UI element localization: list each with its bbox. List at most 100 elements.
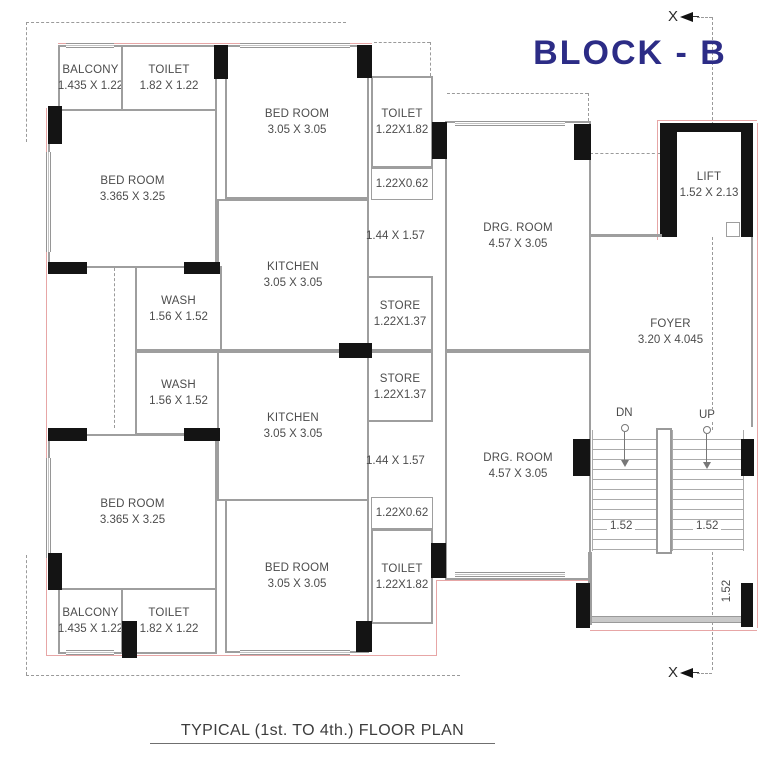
exterior-accent-line — [590, 630, 757, 631]
section-label: X — [668, 8, 679, 25]
dashed-projection — [447, 93, 588, 94]
room-dimension: 1.56 X 1.52 — [149, 395, 208, 407]
column — [576, 583, 590, 628]
room-label: BED ROOM — [100, 498, 165, 510]
room-label: TOILET — [381, 108, 423, 120]
room-label: FOYER — [650, 318, 691, 330]
column — [122, 621, 137, 658]
room-bedroom-top-left: BED ROOM 3.365 X 3.25 — [48, 109, 217, 268]
lift-door-mark — [726, 222, 740, 237]
room-toilet-bottom-center: TOILET 1.22X1.82 — [371, 529, 433, 624]
room-dimension: 3.05 X 3.05 — [267, 124, 327, 136]
room-label: BALCONY — [62, 64, 119, 76]
exterior-accent-line — [58, 43, 372, 44]
room-label: DRG. ROOM — [483, 222, 553, 234]
exterior-accent-line — [46, 108, 47, 656]
column — [741, 439, 754, 476]
dn-arrow-icon — [621, 424, 629, 432]
exterior-accent-line — [436, 580, 437, 656]
block-title: BLOCK - B — [533, 34, 727, 72]
column — [741, 583, 753, 627]
column — [573, 439, 590, 476]
passage-dimension: 1.22X0.62 — [375, 178, 429, 190]
room-dimension: 1.22X1.82 — [375, 124, 429, 136]
dashed-projection — [430, 42, 431, 76]
room-dimension: 1.22X1.37 — [373, 388, 427, 401]
room-label: LIFT — [696, 170, 722, 183]
room-dimension: 1.435 X 1.22 — [57, 623, 124, 635]
stair-flight-left — [592, 430, 660, 551]
wall — [590, 234, 662, 237]
room-drg-bottom: DRG. ROOM 4.57 X 3.05 — [445, 351, 591, 580]
section-line — [712, 17, 713, 670]
room-bedroom-top-center: BED ROOM 3.05 X 3.05 — [225, 45, 369, 199]
exterior-accent-line — [657, 120, 757, 121]
room-dimension: 3.365 X 3.25 — [99, 190, 166, 203]
window — [240, 43, 350, 48]
room-label: DRG. ROOM — [483, 451, 553, 464]
dashed-boundary — [26, 22, 346, 23]
dashed-boundary — [114, 268, 115, 428]
column — [184, 428, 220, 441]
room-label: BED ROOM — [100, 174, 165, 187]
room-label: WASH — [161, 294, 196, 307]
column — [432, 122, 447, 159]
column — [48, 106, 62, 144]
dashed-boundary — [26, 675, 460, 676]
up-arrow-icon — [703, 462, 711, 469]
up-arrow-icon — [703, 426, 711, 434]
column — [48, 262, 87, 274]
window — [455, 121, 565, 126]
stair-up-label: UP — [696, 409, 718, 421]
column — [48, 428, 87, 441]
room-dimension: 1.22X1.82 — [375, 578, 429, 591]
room-label: BED ROOM — [264, 108, 330, 120]
column — [357, 45, 372, 78]
room-label: BED ROOM — [264, 562, 330, 574]
dn-arrow-icon — [624, 432, 625, 460]
column — [184, 262, 220, 274]
room-label: WASH — [161, 379, 196, 391]
room-dimension: 3.20 X 4.045 — [637, 334, 704, 346]
stair-bottom-wall — [592, 616, 753, 623]
exterior-accent-line — [757, 123, 758, 628]
room-dimension: 1.82 X 1.22 — [139, 80, 199, 92]
room-label: TOILET — [148, 64, 190, 76]
section-arrow-icon — [693, 672, 700, 673]
dashed-projection — [374, 42, 430, 43]
room-toilet-top-left: TOILET 1.82 X 1.22 — [121, 45, 217, 111]
plan-caption: TYPICAL (1st. TO 4th.) FLOOR PLAN — [150, 722, 495, 744]
room-label: STORE — [379, 299, 421, 312]
exterior-accent-line — [46, 655, 437, 656]
room-dimension: 1.52 X 2.13 — [679, 186, 739, 199]
hall-top-dimension: 1.44 X 1.57 — [366, 230, 425, 242]
room-bedroom-bottom-left: BED ROOM 3.365 X 3.25 — [48, 434, 217, 590]
room-balcony-top: BALCONY 1.435 X 1.22 — [58, 45, 123, 111]
flight-left-width: 1.52 — [607, 520, 636, 532]
room-wash-top: WASH 1.56 X 1.52 — [135, 266, 222, 351]
room-label: STORE — [379, 372, 421, 385]
up-arrow-icon — [706, 434, 707, 462]
stair-flight-right — [672, 430, 744, 551]
stair-dn-label: DN — [613, 407, 636, 419]
column — [356, 621, 372, 652]
dn-arrow-icon — [621, 460, 629, 467]
room-store-bottom: STORE 1.22X1.37 — [367, 351, 433, 422]
room-dimension: 3.05 X 3.05 — [267, 578, 327, 590]
room-label: KITCHEN — [267, 412, 319, 424]
room-toilet-top-center: TOILET 1.22X1.82 — [371, 76, 433, 168]
room-label: TOILET — [148, 607, 190, 619]
column — [339, 343, 372, 358]
room-dimension: 4.57 X 3.05 — [488, 238, 548, 250]
exterior-accent-line — [437, 580, 590, 581]
column — [431, 543, 446, 578]
room-dimension: 3.365 X 3.25 — [99, 514, 166, 526]
room-dimension: 3.05 X 3.05 — [263, 428, 323, 440]
window — [240, 650, 350, 655]
wall — [588, 552, 592, 625]
window — [66, 43, 114, 48]
hall-bottom-dimension: 1.44 X 1.57 — [366, 455, 425, 467]
room-dimension: 3.05 X 3.05 — [263, 277, 323, 289]
column — [48, 553, 62, 590]
room-balcony-bottom: BALCONY 1.435 X 1.22 — [58, 588, 123, 654]
